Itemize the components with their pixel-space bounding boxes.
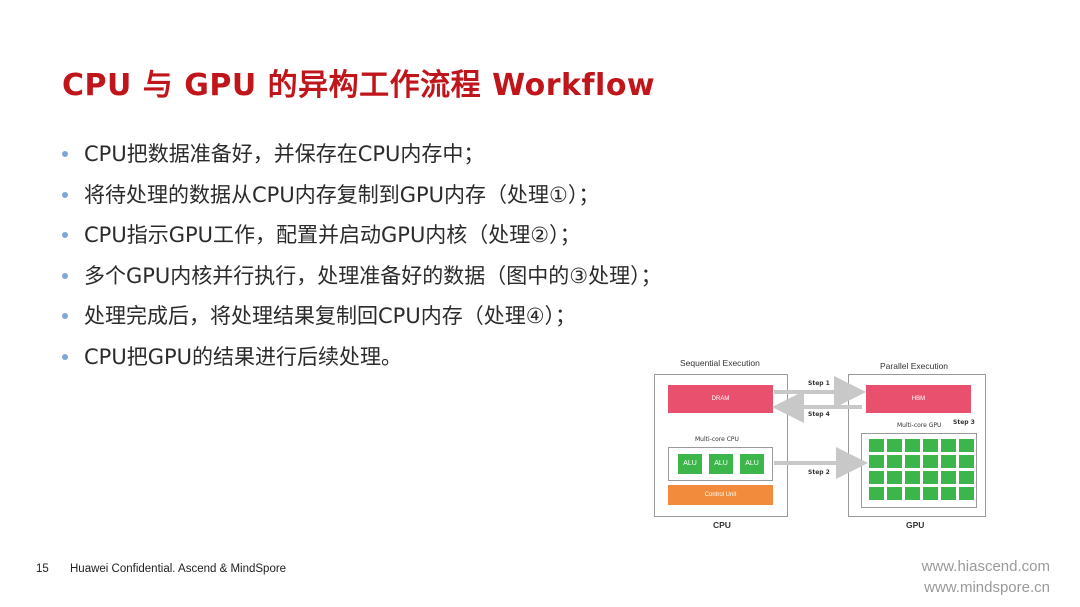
gpu-core bbox=[941, 487, 956, 500]
bullet-item: 将待处理的数据从CPU内存复制到GPU内存（处理①）； bbox=[62, 175, 662, 216]
gpu-label: GPU bbox=[906, 520, 925, 530]
gpu-core bbox=[887, 471, 902, 484]
bullet-text: 多个GPU内核并行执行，处理准备好的数据（图中的③处理）； bbox=[84, 263, 662, 288]
footer-left: 15 Huawei Confidential. Ascend & MindSpor… bbox=[36, 563, 286, 575]
gpu-core bbox=[905, 487, 920, 500]
gpu-core bbox=[959, 439, 974, 452]
bullet-item: 多个GPU内核并行执行，处理准备好的数据（图中的③处理）； bbox=[62, 256, 662, 297]
multicore-cpu-label: Multi-core CPU bbox=[695, 436, 739, 443]
cpu-panel: DRAM Multi-core CPU ALU ALU ALU Control … bbox=[654, 374, 788, 517]
hbm-block: HBM bbox=[866, 385, 971, 413]
gpu-panel: HBM Multi-core GPU Step 3 bbox=[848, 374, 986, 517]
bullet-text: CPU把GPU的结果进行后续处理。 bbox=[84, 344, 403, 369]
page-number: 15 bbox=[36, 563, 49, 575]
bullet-item: CPU指示GPU工作，配置并启动GPU内核（处理②）； bbox=[62, 215, 662, 256]
multicore-gpu-block bbox=[861, 433, 977, 508]
gpu-core bbox=[887, 455, 902, 468]
gpu-core bbox=[905, 439, 920, 452]
confidential-notice: Huawei Confidential. Ascend & MindSpore bbox=[70, 563, 287, 575]
gpu-core bbox=[923, 455, 938, 468]
bullet-text: CPU把数据准备好，并保存在CPU内存中； bbox=[84, 142, 485, 166]
bullet-text: 处理完成后，将处理结果复制回CPU内存（处理④）； bbox=[84, 304, 577, 329]
alu-block: ALU bbox=[709, 454, 733, 474]
gpu-core bbox=[869, 439, 884, 452]
sequential-execution-label: Sequential Execution bbox=[680, 358, 760, 368]
gpu-core bbox=[869, 487, 884, 500]
parallel-execution-label: Parallel Execution bbox=[880, 361, 949, 371]
gpu-core bbox=[869, 471, 884, 484]
alu-block: ALU bbox=[678, 454, 702, 474]
multicore-gpu-label: Multi-core GPU bbox=[897, 422, 942, 429]
gpu-core bbox=[941, 471, 956, 484]
bullet-list: CPU把数据准备好，并保存在CPU内存中； 将待处理的数据从CPU内存复制到GP… bbox=[62, 134, 662, 378]
cpu-label: CPU bbox=[713, 520, 731, 530]
gpu-core bbox=[887, 439, 902, 452]
step-arrows bbox=[772, 376, 868, 479]
footer-urls: www.hiascend.com www.mindspore.cn bbox=[922, 556, 1050, 598]
multicore-cpu-block: ALU ALU ALU bbox=[668, 447, 773, 481]
bullet-dot-icon bbox=[62, 353, 68, 360]
bullet-text: CPU指示GPU工作，配置并启动GPU内核（处理②）； bbox=[84, 223, 581, 248]
control-unit-block: Control Unit bbox=[668, 485, 773, 505]
gpu-core bbox=[905, 471, 920, 484]
mindspore-link[interactable]: www.mindspore.cn bbox=[924, 579, 1050, 596]
bullet-dot-icon bbox=[62, 272, 68, 279]
gpu-core bbox=[959, 487, 974, 500]
slide-title: CPU 与 GPU 的异构工作流程 Workflow bbox=[62, 68, 656, 103]
gpu-core-grid bbox=[869, 439, 974, 500]
step4-label: Step 4 bbox=[808, 411, 830, 418]
bullet-dot-icon bbox=[62, 232, 68, 239]
bullet-dot-icon bbox=[62, 313, 68, 320]
gpu-core bbox=[869, 455, 884, 468]
gpu-core bbox=[959, 455, 974, 468]
step1-label: Step 1 bbox=[808, 380, 830, 387]
bullet-dot-icon bbox=[62, 191, 68, 198]
gpu-core bbox=[887, 487, 902, 500]
gpu-core bbox=[959, 471, 974, 484]
hiascend-link[interactable]: www.hiascend.com bbox=[921, 558, 1050, 575]
bullet-text: 将待处理的数据从CPU内存复制到GPU内存（处理①）； bbox=[84, 182, 600, 207]
gpu-core bbox=[941, 439, 956, 452]
alu-block: ALU bbox=[740, 454, 764, 474]
bullet-item: CPU把GPU的结果进行后续处理。 bbox=[62, 337, 662, 378]
dram-block: DRAM bbox=[668, 385, 773, 413]
step2-label: Step 2 bbox=[808, 469, 830, 476]
bullet-dot-icon bbox=[62, 151, 68, 157]
gpu-core bbox=[905, 455, 920, 468]
gpu-core bbox=[941, 455, 956, 468]
cpu-gpu-workflow-diagram: Sequential Execution Parallel Execution … bbox=[648, 355, 994, 535]
gpu-core bbox=[923, 487, 938, 500]
gpu-core bbox=[923, 471, 938, 484]
step3-label: Step 3 bbox=[953, 419, 975, 426]
gpu-core bbox=[923, 439, 938, 452]
bullet-item: CPU把数据准备好，并保存在CPU内存中； bbox=[62, 134, 662, 175]
bullet-item: 处理完成后，将处理结果复制回CPU内存（处理④）； bbox=[62, 296, 662, 337]
